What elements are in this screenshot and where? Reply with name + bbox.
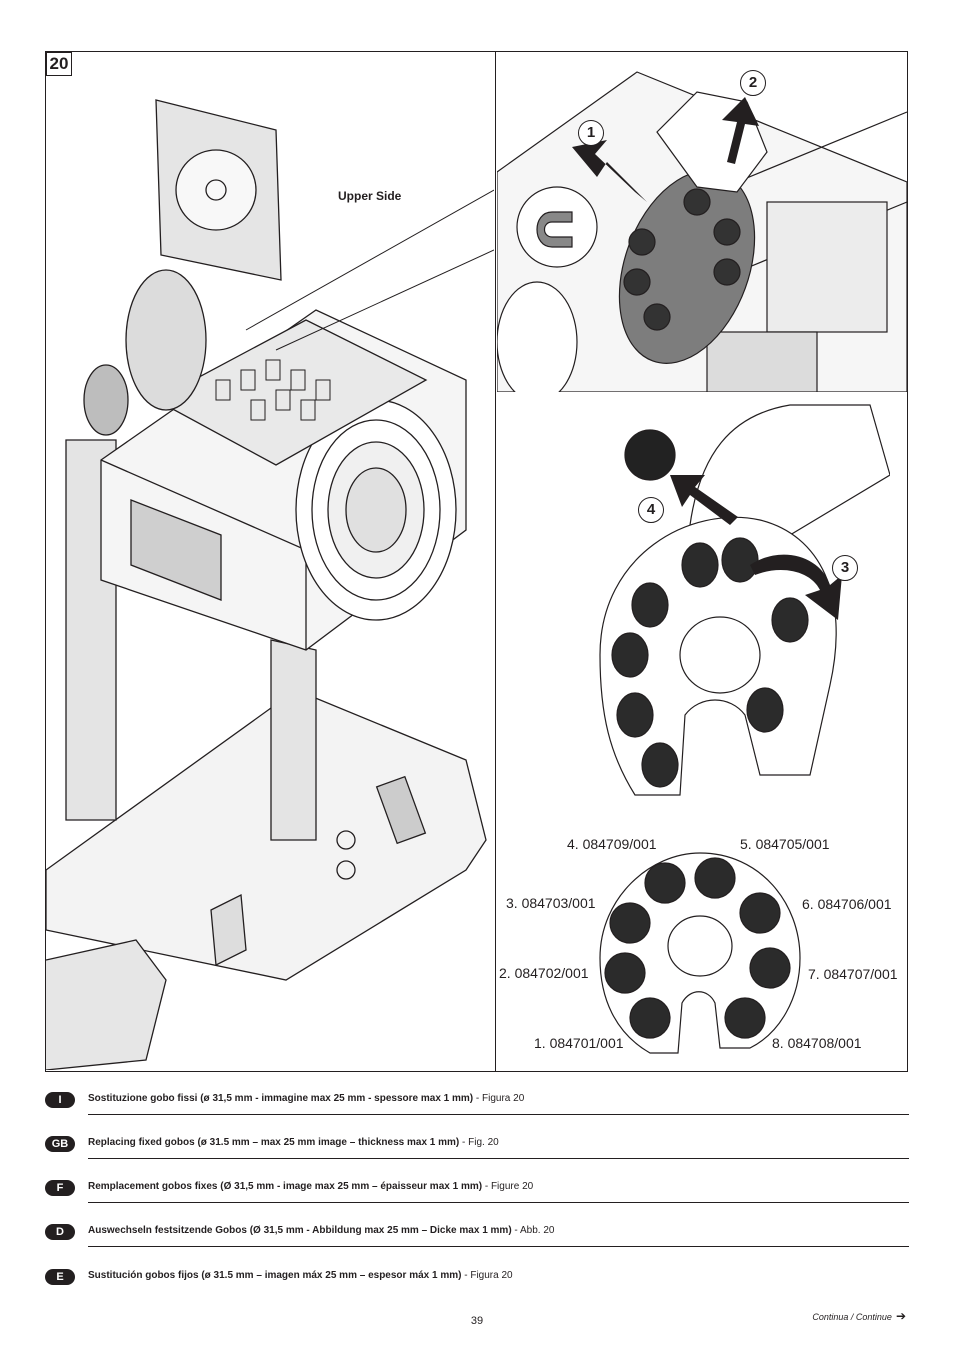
instruction-row-gb: GB Replacing fixed gobos (ø 31.5 mm – ma… bbox=[45, 1135, 909, 1179]
continue-label: Continua / Continue bbox=[812, 1312, 892, 1322]
upper-side-label: Upper Side bbox=[338, 189, 402, 203]
figure-number: 20 bbox=[46, 52, 72, 76]
instruction-text: Sostituzione gobo fissi (ø 31,5 mm - imm… bbox=[88, 1093, 525, 1104]
row-divider bbox=[88, 1202, 909, 1203]
figure-ref: Figura 20 bbox=[470, 1270, 513, 1281]
page-number: 39 bbox=[470, 1315, 484, 1327]
gobo-removal-illustration bbox=[599, 404, 890, 796]
language-badge: E bbox=[45, 1269, 75, 1285]
language-badge: I bbox=[45, 1092, 75, 1108]
instruction-row-es: E Sustitución gobos fijos (ø 31.5 mm – i… bbox=[45, 1268, 895, 1312]
gobo-part-6: 6. 084706/001 bbox=[802, 896, 892, 912]
instruction-text: Replacing fixed gobos (ø 31.5 mm – max 2… bbox=[88, 1137, 499, 1148]
instruction-row-it: I Sostituzione gobo fissi (ø 31,5 mm - i… bbox=[45, 1091, 909, 1135]
language-badge: D bbox=[45, 1224, 75, 1240]
figure-frame bbox=[45, 51, 908, 1072]
row-divider bbox=[88, 1158, 909, 1159]
instruction-title: Auswechseln festsitzende Gobos (Ø 31,5 m… bbox=[88, 1225, 512, 1236]
instruction-title: Replacing fixed gobos (ø 31.5 mm – max 2… bbox=[88, 1137, 460, 1148]
figure-ref: Figura 20 bbox=[482, 1093, 525, 1104]
gobo-part-8: 8. 084708/001 bbox=[772, 1035, 862, 1051]
instruction-text: Sustitución gobos fijos (ø 31.5 mm – ima… bbox=[88, 1270, 513, 1281]
instruction-row-fr: F Remplacement gobos fixes (Ø 31,5 mm - … bbox=[45, 1179, 909, 1223]
step-2-marker: 2 bbox=[740, 70, 766, 96]
instruction-title: Remplacement gobos fixes (Ø 31,5 mm - im… bbox=[88, 1181, 483, 1192]
instruction-row-de: D Auswechseln festsitzende Gobos (Ø 31,5… bbox=[45, 1223, 909, 1267]
instruction-title: Sustitución gobos fijos (ø 31.5 mm – ima… bbox=[88, 1270, 462, 1281]
gobo-part-5: 5. 084705/001 bbox=[740, 836, 830, 852]
figure-ref: Fig. 20 bbox=[468, 1137, 499, 1148]
fixture-illustration bbox=[46, 99, 494, 1070]
gobo-part-4: 4. 084709/001 bbox=[567, 836, 657, 852]
step-1-marker: 1 bbox=[578, 120, 604, 146]
step-4-marker: 4 bbox=[638, 497, 664, 523]
gobo-wheel-diagram bbox=[599, 852, 801, 1054]
continue-note: Continua / Continue➔ bbox=[812, 1309, 906, 1323]
figure-divider bbox=[495, 51, 496, 1072]
figure-ref: Figure 20 bbox=[490, 1181, 534, 1192]
row-divider bbox=[88, 1246, 909, 1247]
instruction-text: Remplacement gobos fixes (Ø 31,5 mm - im… bbox=[88, 1181, 534, 1192]
gobo-part-2: 2. 084702/001 bbox=[499, 965, 589, 981]
instruction-title: Sostituzione gobo fissi (ø 31,5 mm - imm… bbox=[88, 1093, 474, 1104]
gobo-part-1: 1. 084701/001 bbox=[534, 1035, 624, 1051]
gobo-part-3: 3. 084703/001 bbox=[506, 895, 596, 911]
figure-ref: Abb. 20 bbox=[520, 1225, 555, 1236]
step-3-marker: 3 bbox=[832, 555, 858, 581]
instruction-text: Auswechseln festsitzende Gobos (Ø 31,5 m… bbox=[88, 1225, 555, 1236]
language-badge: GB bbox=[45, 1136, 75, 1152]
wheel-removal-illustration bbox=[497, 71, 907, 392]
row-divider bbox=[88, 1114, 909, 1115]
language-badge: F bbox=[45, 1180, 75, 1196]
gobo-part-7: 7. 084707/001 bbox=[808, 966, 898, 982]
arrow-right-icon: ➔ bbox=[895, 1309, 906, 1323]
